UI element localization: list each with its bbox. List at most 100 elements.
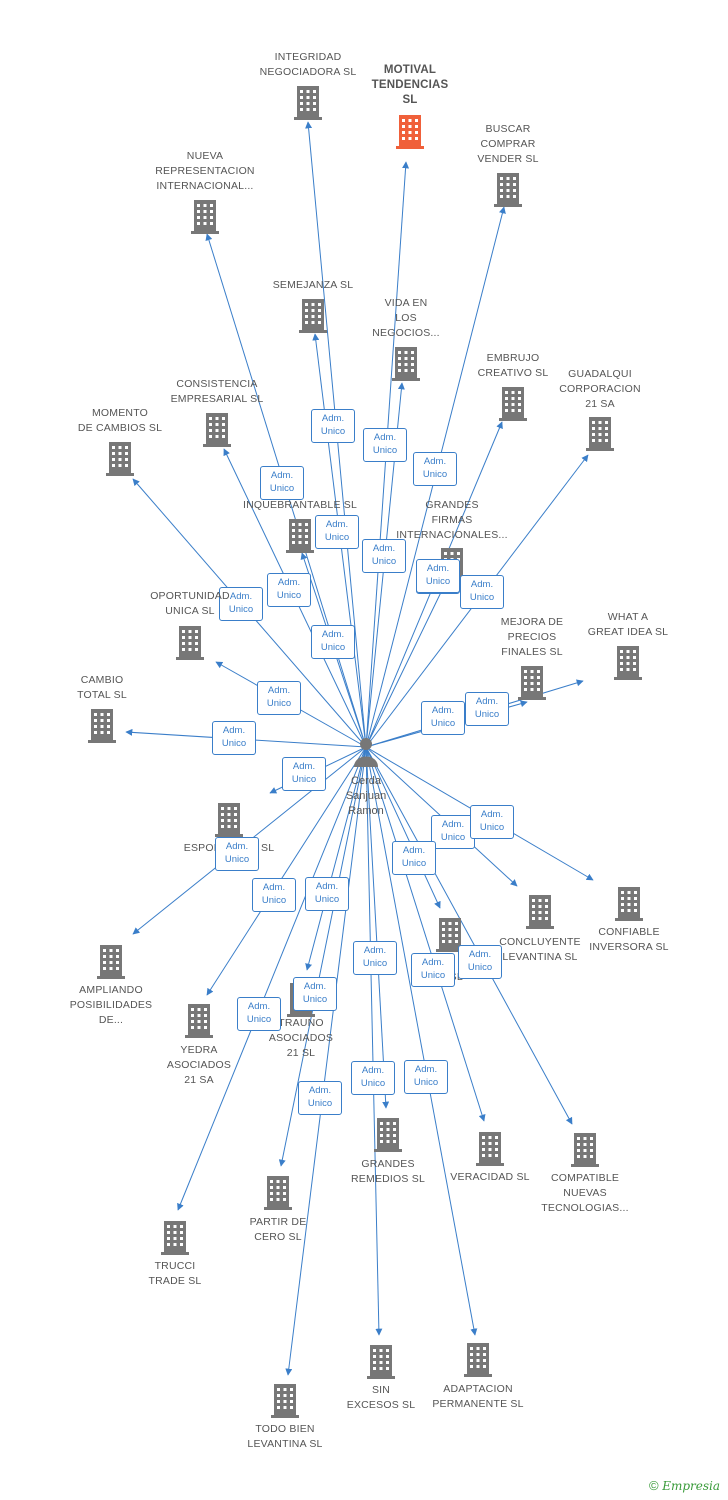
role-badge-partir[interactable]: Adm.Unico <box>293 977 337 1011</box>
building-icon[interactable] <box>614 646 642 680</box>
building-icon[interactable] <box>586 417 614 451</box>
building-icon[interactable] <box>299 299 327 333</box>
company-label-inquebrantable[interactable]: INQUEBRANTABLE SL <box>235 498 365 513</box>
role-badge-semejanza[interactable]: Adm.Unico <box>315 515 359 549</box>
building-icon[interactable] <box>215 803 243 837</box>
role-badge-cambio[interactable]: Adm.Unico <box>212 721 256 755</box>
company-label-semejanza[interactable]: SEMEJANZA SL <box>248 278 378 293</box>
role-badge-line: Adm. <box>361 1065 385 1076</box>
role-badge-vida[interactable]: Adm.Unico <box>362 539 406 573</box>
role-badge-ampliando[interactable]: Adm.Unico <box>215 837 259 871</box>
company-label-veracidad[interactable]: VERACIDAD SL <box>425 1170 555 1185</box>
company-label-line: POSIBILIDADES <box>69 999 153 1011</box>
company-label-line: LEVANTINA SL <box>502 951 578 963</box>
building-icon[interactable] <box>88 709 116 743</box>
role-badge-sin_excesos[interactable]: Adm.Unico <box>351 1061 395 1095</box>
role-badge-concluyente[interactable]: Adm.Unico <box>431 815 475 849</box>
role-badge-integridad[interactable]: Adm.Unico <box>260 466 304 500</box>
role-badge-yedra[interactable]: Adm.Unico <box>252 878 296 912</box>
building-icon[interactable] <box>191 200 219 234</box>
company-label-line: CORPORACION <box>559 383 641 395</box>
role-badge-mejora[interactable]: Adm.Unico <box>421 701 465 735</box>
role-badge-todo_bien[interactable]: Adm.Unico <box>298 1081 342 1115</box>
edge-partir <box>278 746 367 1167</box>
building-icon[interactable] <box>615 887 643 921</box>
building-icon[interactable] <box>97 945 125 979</box>
role-badge-guadalqui[interactable]: Adm.Unico <box>460 575 504 609</box>
role-badge-buscar[interactable]: Adm.Unico <box>413 452 457 486</box>
role-badge-nueva[interactable]: Adm.Unico <box>311 409 355 443</box>
role-badge-veracidad[interactable]: Adm.Unico <box>411 953 455 987</box>
building-icon[interactable] <box>374 1118 402 1152</box>
building-icon[interactable] <box>526 895 554 929</box>
building-icon[interactable] <box>367 1345 395 1379</box>
building-icon[interactable] <box>294 86 322 120</box>
role-badge-line: Unico <box>401 858 427 869</box>
role-badge-motival[interactable]: Adm.Unico <box>363 428 407 462</box>
building-icon[interactable] <box>396 115 424 149</box>
building-icon[interactable] <box>571 1133 599 1167</box>
role-badge-grandes_firmas[interactable]: Adm.Unico <box>416 559 460 593</box>
building-icon[interactable] <box>464 1343 492 1377</box>
role-badge-line: Adm. <box>441 819 465 830</box>
building-icon[interactable] <box>264 1176 292 1210</box>
building-icon[interactable] <box>185 1004 213 1038</box>
role-badge-grandes_remedios[interactable]: Adm.Unico <box>353 941 397 975</box>
role-badge-entidad[interactable]: Adm.Unico <box>392 841 436 875</box>
building-icon[interactable] <box>106 442 134 476</box>
building-icon[interactable] <box>286 519 314 553</box>
role-badge-confiable[interactable]: Adm.Unico <box>470 805 514 839</box>
role-badge-oportunidad[interactable]: Adm.Unico <box>257 681 301 715</box>
role-badge-espontaneo[interactable]: Adm.Unico <box>282 757 326 791</box>
building-icon[interactable] <box>476 1132 504 1166</box>
building-icon[interactable] <box>161 1221 189 1255</box>
role-badge-trucci[interactable]: Adm.Unico <box>237 997 281 1031</box>
role-badge-adaptacion[interactable]: Adm.Unico <box>404 1060 448 1094</box>
building-icon[interactable] <box>203 413 231 447</box>
building-icon[interactable] <box>494 173 522 207</box>
role-badge-whata[interactable]: Adm.Unico <box>465 692 509 726</box>
building-icon[interactable] <box>392 347 420 381</box>
role-badge-inquebrantable[interactable]: Adm.Unico <box>311 625 355 659</box>
company-label-line: TODO BIEN <box>255 1423 315 1435</box>
building-icon[interactable] <box>518 666 546 700</box>
role-badge-compatible[interactable]: Adm.Unico <box>458 945 502 979</box>
company-label-line: PARTIR DE <box>249 1216 307 1228</box>
role-badge-trauno[interactable]: Adm.Unico <box>305 877 349 911</box>
role-badge-line: Unico <box>474 709 500 720</box>
person-icon[interactable] <box>354 738 378 767</box>
building-icon[interactable] <box>271 1384 299 1418</box>
building-icon[interactable] <box>176 626 204 660</box>
empresia-logo[interactable]: Empresia <box>662 1479 720 1493</box>
building-icon[interactable] <box>499 387 527 421</box>
role-badge-consistencia[interactable]: Adm.Unico <box>267 573 311 607</box>
role-badge-momento[interactable]: Adm.Unico <box>219 587 263 621</box>
